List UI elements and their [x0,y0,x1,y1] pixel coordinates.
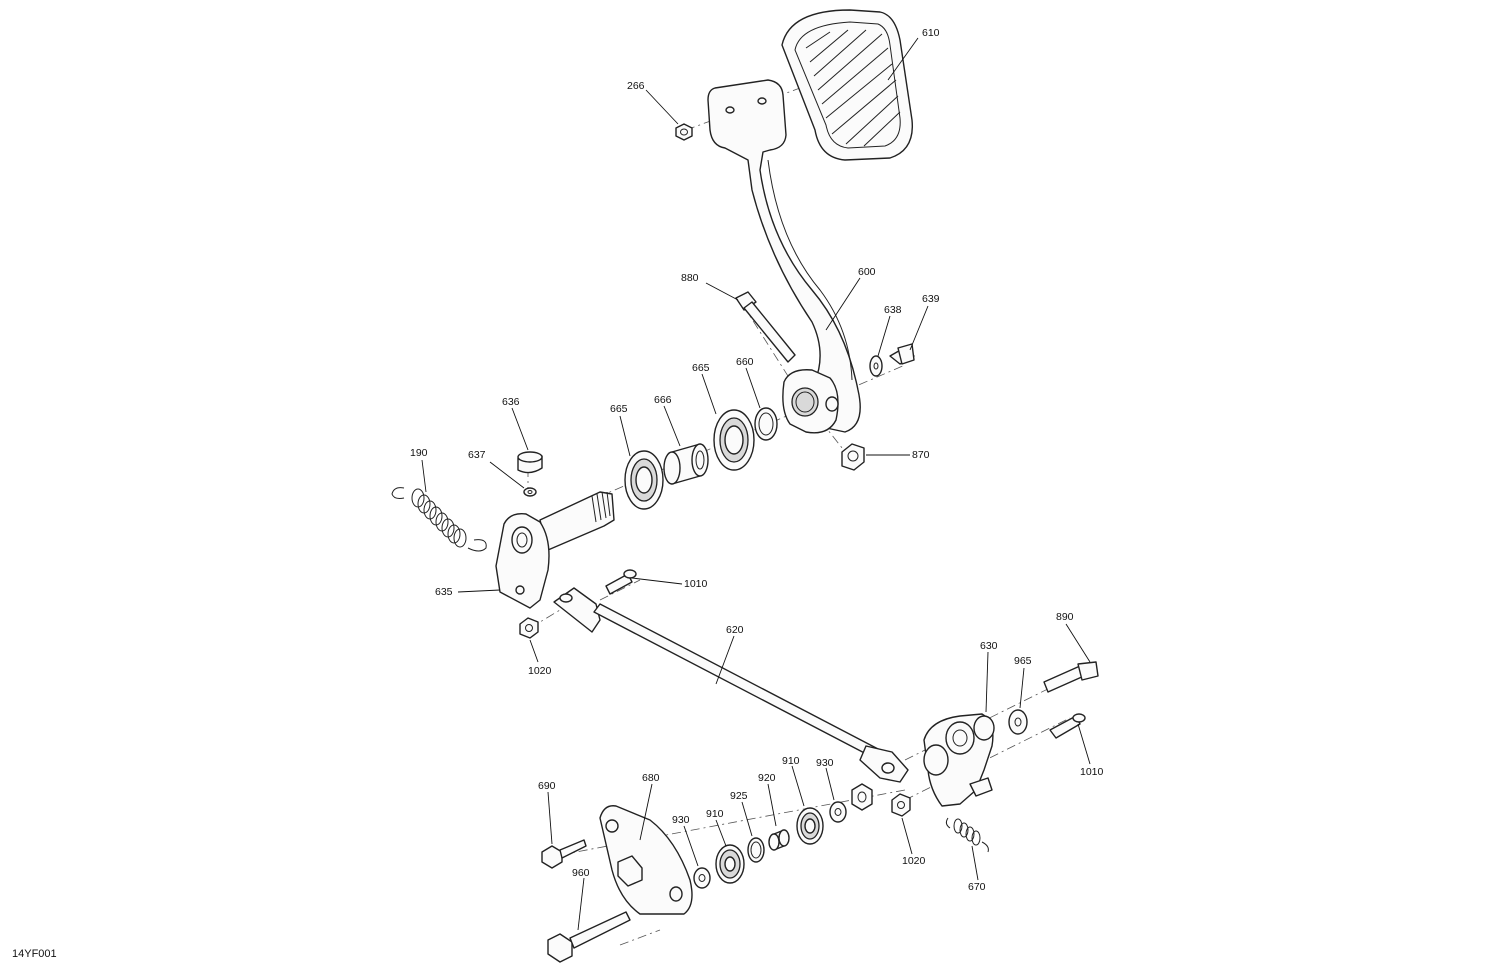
nut-266 [675,123,693,141]
pad-636 [517,451,543,474]
bearing-665-lower [624,450,664,510]
callout-635: 635 [435,586,453,598]
nut-870 [841,443,865,471]
callout-637: 637 [468,449,486,461]
spacer-920 [768,829,790,851]
callout-665-a: 665 [610,403,628,415]
clevis-pin-1010-left [605,569,637,595]
pedal-pad-610 [781,9,914,161]
bolt-690 [541,839,587,869]
callout-910-a: 910 [706,808,724,820]
callout-920: 920 [758,772,776,784]
push-rod-620 [553,587,909,783]
callout-870: 870 [912,449,930,461]
leader-lines [421,37,1091,931]
callout-680: 680 [642,772,660,784]
callout-925: 925 [730,790,748,802]
callout-620: 620 [726,624,744,636]
bearing-910-right [796,807,824,845]
callout-labels: 610 266 880 600 638 639 636 665 666 665 … [410,27,1104,893]
callout-1010-a: 1010 [684,578,708,590]
callout-930-a: 930 [672,814,690,826]
clevis-pin-1010-right [1049,713,1086,739]
bolt-890 [1043,661,1099,693]
callout-670: 670 [968,881,986,893]
ring-925 [747,837,765,863]
callout-636: 636 [502,396,520,408]
lever-630 [923,713,995,807]
bearing-665-upper [713,409,755,471]
callout-1020-a: 1020 [528,665,552,677]
bolt-880 [735,291,796,363]
callout-1020-b: 1020 [902,855,926,867]
callout-190: 190 [410,447,428,459]
washer-930-right [829,801,847,823]
bearing-910-left [715,844,745,884]
callout-665-b: 665 [692,362,710,374]
callout-638: 638 [884,304,902,316]
spring-670 [945,817,989,853]
ring-660 [754,407,778,441]
callout-1010-b: 1010 [1080,766,1104,778]
spacer-666 [663,443,709,485]
callout-930-b: 930 [816,757,834,769]
callout-690: 690 [538,780,556,792]
bolt-960 [547,911,631,963]
callout-660: 660 [736,356,754,368]
bolt-639 [889,343,915,365]
callout-910-b: 910 [782,755,800,767]
nut-1020-right [891,793,911,817]
callout-630: 630 [980,640,998,652]
callout-960: 960 [572,867,590,879]
callout-666: 666 [654,394,672,406]
nut-1020-left [519,617,539,639]
nut-930-right [851,783,873,811]
callout-890: 890 [1056,611,1074,623]
callout-965: 965 [1014,655,1032,667]
washer-930-left [693,867,711,889]
callout-266: 266 [627,80,645,92]
drawing-reference-code: 14YF001 [12,948,57,960]
return-spring-190 [391,487,487,552]
bracket-680 [599,805,693,915]
callout-600: 600 [858,266,876,278]
washer-638 [869,355,883,377]
pedal-arm-600 [707,79,861,434]
washer-965 [1008,709,1028,735]
shaft-lever-635 [495,491,615,609]
washer-637 [523,487,537,497]
callout-880: 880 [681,272,699,284]
callout-639: 639 [922,293,940,305]
callout-610: 610 [922,27,940,39]
